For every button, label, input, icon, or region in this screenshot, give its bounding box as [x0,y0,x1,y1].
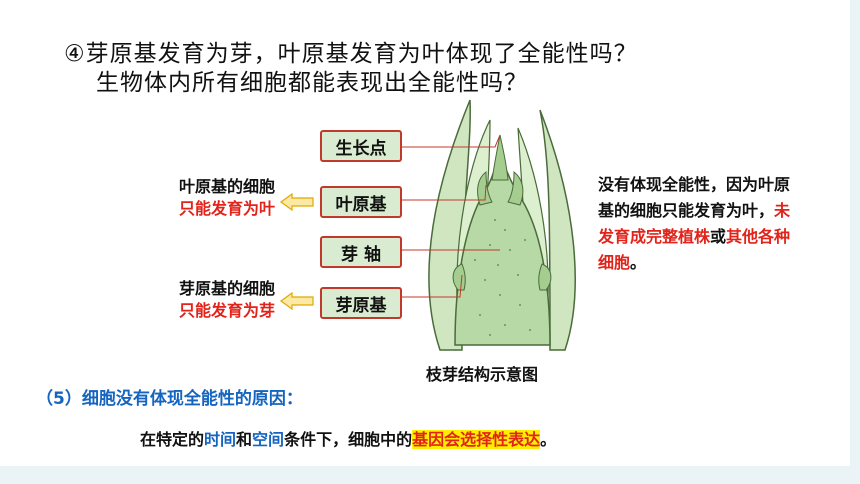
bud-structure-diagram [400,99,576,351]
note-part4: 其他各种细胞 [598,227,791,272]
bud-note-line1: 芽原基的细胞 [178,279,275,298]
summary-space: 空间 [252,430,285,449]
summary-sentence: 在特定的时间和空间条件下，细胞中的基因会选择性表达。 [140,426,556,450]
diagram-caption: 枝芽结构示意图 [426,365,539,384]
label-leaf-primordium: 叶原基 [320,186,402,218]
leaf-note-line1: 叶原基的细胞 [178,177,275,196]
label-bud-primordium: 芽原基 [320,287,402,319]
decorative-bottom-band [0,466,860,484]
summary-s5: 条件下，细胞中的 [284,430,413,449]
label-growing-point: 生长点 [320,130,402,162]
note-part5: 。 [630,253,647,272]
bud-note-line2: 只能发育为芽 [178,301,275,320]
left-arrow-icon [280,292,314,310]
question-line-1: ④芽原基发育为芽，叶原基发育为叶体现了全能性吗？ [64,41,638,67]
summary-s7: 。 [540,430,557,449]
note-part3: 或 [710,227,727,246]
summary-highlight: 基因会选择性表达 [412,430,541,449]
note-part1: 没有体现全能性，因为叶原基的细胞只能发育为叶， [598,175,791,220]
explanation-note: 没有体现全能性，因为叶原基的细胞只能发育为叶，未发育成完整植株或其他各种细胞。 [598,172,798,276]
note-part2: 未发育成完整植株 [598,201,791,246]
left-arrow-icon [280,193,314,211]
label-bud-axis: 芽 轴 [320,236,402,268]
section-5-heading: （5）细胞没有体现全能性的原因： [36,389,303,409]
decorative-side-bar [850,0,860,484]
leaf-note-line2: 只能发育为叶 [178,199,275,218]
bud-primordium-note: 芽原基的细胞 只能发育为芽 [130,278,275,322]
summary-time: 时间 [204,430,237,449]
summary-s3: 和 [236,430,253,449]
question-line-2: 生物体内所有细胞都能表现出全能性吗？ [96,70,528,96]
summary-s1: 在特定的 [140,430,205,449]
leaf-primordium-note: 叶原基的细胞 只能发育为叶 [130,176,275,220]
